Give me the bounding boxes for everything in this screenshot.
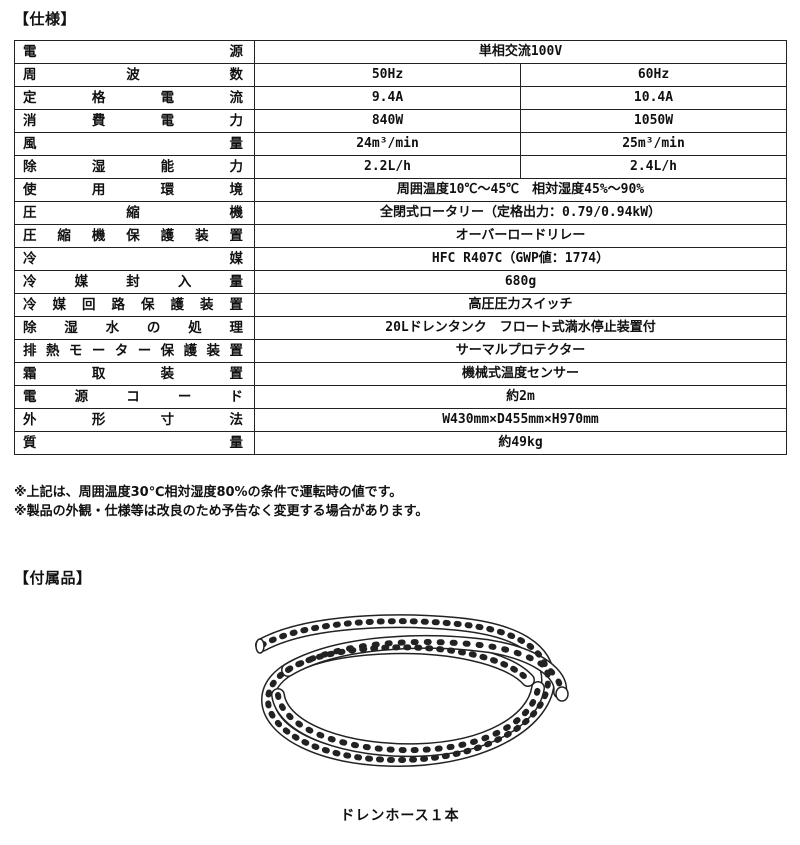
spec-value: 60Hz [520, 63, 787, 87]
spec-label: 冷媒 [14, 247, 255, 271]
spec-row: 使用環境周囲温度10℃～45℃ 相対湿度45%～90% [14, 178, 787, 202]
spec-value: 50Hz [254, 63, 521, 87]
spec-label: 電源コード [14, 385, 255, 409]
spec-value: 周囲温度10℃～45℃ 相対湿度45%～90% [254, 178, 787, 202]
spec-label: 定格電流 [14, 86, 255, 110]
note-line: ※上記は、周囲温度30℃相対湿度80%の条件で運転時の値です。 [14, 485, 403, 500]
spec-label: 消費電力 [14, 109, 255, 133]
spec-value: HFC R407C（GWP値：1774） [254, 247, 787, 271]
spec-value: 10.4A [520, 86, 787, 110]
spec-row: 圧縮機保護装置オーバーロードリレー [14, 224, 787, 248]
spec-label: 使用環境 [14, 178, 255, 202]
spec-value: サーマルプロテクター [254, 339, 787, 363]
spec-value: 約49kg [254, 431, 787, 455]
spec-label: 霜取装置 [14, 362, 255, 386]
spec-value: 20Lドレンタンク フロート式満水停止装置付 [254, 316, 787, 340]
spec-row: 質量約49kg [14, 431, 787, 455]
spec-row: 冷媒回路保護装置高圧圧力スイッチ [14, 293, 787, 317]
spec-section-title: 【仕様】 [14, 10, 77, 28]
spec-row: 排熱モーター保護装置サーマルプロテクター [14, 339, 787, 363]
spec-label: 外形寸法 [14, 408, 255, 432]
coiled-hose-icon [255, 614, 569, 768]
spec-label: 冷媒封入量 [14, 270, 255, 294]
spec-value: 機械式温度センサー [254, 362, 787, 386]
spec-value: 9.4A [254, 86, 521, 110]
spec-value: 24m³/min [254, 132, 521, 156]
spec-label: 除湿能力 [14, 155, 255, 179]
spec-label: 風量 [14, 132, 255, 156]
accessory-caption: ドレンホース１本 [340, 808, 460, 824]
spec-label: 冷媒回路保護装置 [14, 293, 255, 317]
spec-value: W430mm×D455mm×H970mm [254, 408, 787, 432]
spec-label: 質量 [14, 431, 255, 455]
spec-label: 圧縮機 [14, 201, 255, 225]
spec-label: 除湿水の処理 [14, 316, 255, 340]
spec-label: 圧縮機保護装置 [14, 224, 255, 248]
spec-value: 840W [254, 109, 521, 133]
spec-label: 電源 [14, 40, 255, 64]
spec-value: 単相交流100V [254, 40, 787, 64]
accessory-section-title: 【付属品】 [14, 569, 92, 587]
spec-value: オーバーロードリレー [254, 224, 787, 248]
spec-value: 680g [254, 270, 787, 294]
spec-value: 約2m [254, 385, 787, 409]
spec-row: 電源単相交流100V [14, 40, 787, 64]
spec-value: 高圧圧力スイッチ [254, 293, 787, 317]
note-line: ※製品の外観・仕様等は改良のため予告なく変更する場合があります。 [14, 504, 429, 519]
spec-row: 圧縮機全閉式ロータリー（定格出力：0.79/0.94kW） [14, 201, 787, 225]
spec-value: 2.2L/h [254, 155, 521, 179]
spec-row: 霜取装置機械式温度センサー [14, 362, 787, 386]
spec-value: 2.4L/h [520, 155, 787, 179]
spec-value: 1050W [520, 109, 787, 133]
spec-row: 電源コード約2m [14, 385, 787, 409]
spec-label: 周波数 [14, 63, 255, 87]
spec-value: 25m³/min [520, 132, 787, 156]
spec-notes: ※上記は、周囲温度30℃相対湿度80%の条件で運転時の値です。 ※製品の外観・仕… [14, 483, 428, 521]
spec-value: 全閉式ロータリー（定格出力：0.79/0.94kW） [254, 201, 787, 225]
spec-label: 排熱モーター保護装置 [14, 339, 255, 363]
